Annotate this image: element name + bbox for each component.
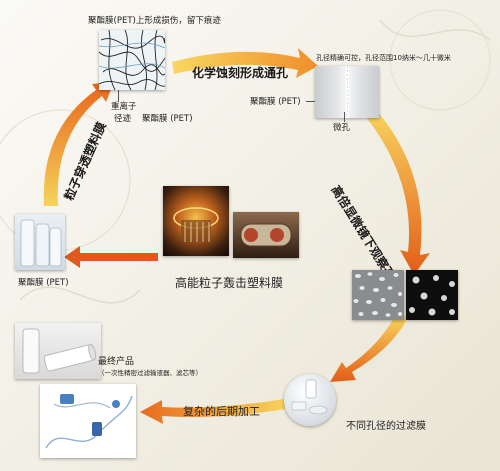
post-process-label: 复杂的后期加工	[183, 405, 260, 418]
filter-membrane-label: 不同孔径的过滤膜	[346, 421, 426, 432]
accelerator-image-2	[233, 212, 299, 258]
top-left-caption: 聚酯膜(PET)上形成损伤，留下痕迹	[88, 16, 221, 26]
damaged-pet-film-image	[99, 30, 165, 90]
heavy-ion-label: 重离子	[111, 102, 137, 112]
etch-label: 化学蚀刻形成通孔	[192, 66, 289, 80]
filter-membrane-image	[284, 374, 336, 426]
pet-pointer-line	[306, 101, 315, 102]
bombard-label: 高能粒子轰击塑料膜	[175, 276, 284, 290]
arrow-bombard	[64, 246, 158, 268]
arrow-to-filter	[330, 314, 408, 382]
sem-micrograph-image-1	[352, 270, 404, 320]
final-product-label: 最终产品	[98, 357, 135, 367]
final-product-sub: （一次性精密过滤输液器、滤芯等）	[98, 369, 202, 377]
pet-film-top-label: 聚酯膜 (PET)	[142, 114, 193, 124]
filter-cartridge-image	[15, 323, 101, 379]
micropore-pointer-line	[344, 112, 345, 122]
micropore-label: 微孔	[333, 123, 351, 133]
track-pointer-line	[118, 90, 119, 102]
pet-rolls-image	[15, 214, 65, 270]
arrow-penetrate	[43, 82, 114, 206]
infusion-set-image	[40, 384, 136, 458]
etched-pore-image	[315, 66, 379, 118]
pet-film-left-label: 聚酯膜 (PET)	[18, 278, 69, 288]
track-label: 径迹	[114, 114, 132, 124]
arrow-etch	[172, 48, 318, 78]
accelerator-image-1	[163, 186, 229, 256]
pet-film-right-label: 聚酯膜 (PET)	[250, 97, 301, 107]
arrow-microscope	[362, 105, 430, 275]
pore-caption: 孔径精确可控，孔径范围10纳米～几十微米	[316, 54, 451, 62]
sem-micrograph-image-2	[406, 270, 458, 320]
arrow-post-process	[140, 398, 292, 424]
